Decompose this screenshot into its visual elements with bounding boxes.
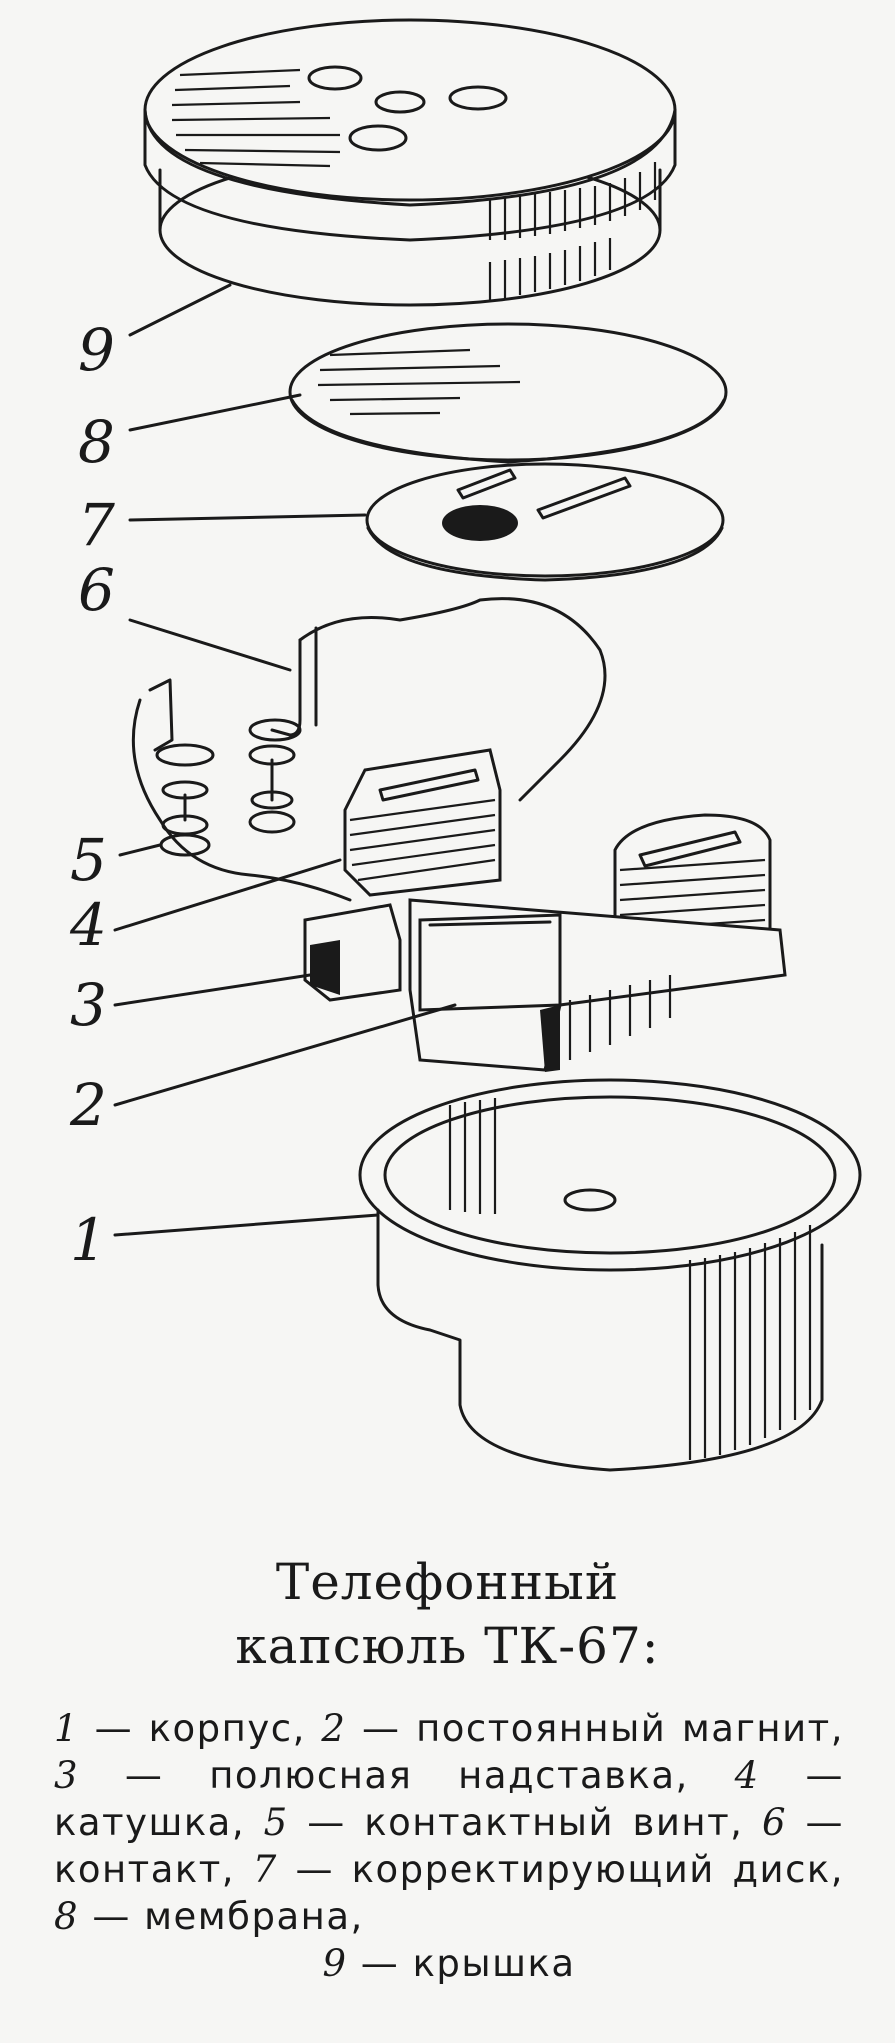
caption-title-line2: капсюль ТК-67: [235, 1617, 660, 1675]
legend-dash: — [307, 1801, 346, 1844]
legend-entry-2: 2 — постоянный магнит, [321, 1707, 844, 1750]
legend-entry-4: 4 — катушка, [54, 1754, 844, 1844]
caption: Телефонный капсюль ТК-67: [0, 1550, 895, 1678]
label-1: 1 [70, 1206, 107, 1274]
legend-part-name: катушка, [54, 1801, 246, 1844]
legend-number: 7 [252, 1848, 278, 1891]
legend-entry-7: 7 — корректирующий диск, [253, 1848, 844, 1891]
legend-part-name: контакт, [54, 1848, 236, 1891]
legend-part-name: корпус, [148, 1707, 306, 1750]
label-2: 2 [69, 1071, 107, 1139]
legend-part-name: корректирующий диск, [351, 1848, 845, 1891]
part-8-membrane [288, 322, 728, 464]
label-7: 7 [78, 491, 115, 559]
legend-part-name: крышка [412, 1942, 576, 1985]
part-7-correcting-disk [365, 462, 725, 582]
legend-dash: — [805, 1754, 844, 1797]
label-4: 4 [69, 891, 107, 959]
legend-dash: — [94, 1707, 134, 1750]
legend-number: 8 [54, 1895, 80, 1938]
label-8: 8 [78, 408, 115, 476]
legend-number: 3 [54, 1754, 80, 1797]
legend-part-name: постоянный магнит, [416, 1707, 844, 1750]
label-5: 5 [70, 826, 107, 894]
legend-entry-9: 9 — крышка [54, 1940, 844, 1987]
legend-number: 9 [322, 1942, 348, 1985]
part-6-contact [248, 597, 607, 802]
legend-number: 4 [734, 1754, 760, 1797]
legend-entry-8: 8 — мембрана, [54, 1895, 364, 1938]
legend-entry-3: 3 — полюсная надставка, [54, 1754, 689, 1797]
legend-dash: — [92, 1895, 131, 1938]
part-2-magnet [418, 913, 562, 1012]
legend-number: 2 [321, 1707, 347, 1750]
legend-part-name: мембрана, [144, 1895, 364, 1938]
legend-dash: — [360, 1942, 400, 1985]
label-6: 6 [78, 556, 115, 624]
legend-dash: — [295, 1848, 334, 1891]
label-3: 3 [70, 971, 107, 1039]
part-9-cover [143, 18, 677, 307]
legend-entry-1: 1 — корпус, [54, 1707, 306, 1750]
legend-entry-5: 5 — контактный винт, [264, 1801, 744, 1844]
part-1-housing [358, 1078, 862, 1472]
parts-legend: 1 — корпус, 2 — постоянный магнит, 3 — п… [54, 1705, 844, 1987]
legend-number: 1 [54, 1707, 80, 1750]
part-5-contact-screw [131, 678, 352, 902]
legend-dash: — [124, 1754, 164, 1797]
legend-entry-6: 6 — контакт, [54, 1801, 844, 1891]
exploded-diagram: 9 8 7 6 5 4 3 2 1 [69, 18, 862, 1472]
caption-title-line1: Телефонный [275, 1553, 620, 1611]
legend-dash: — [362, 1707, 401, 1750]
label-9: 9 [78, 316, 115, 384]
legend-number: 5 [263, 1801, 289, 1844]
legend-part-name: контактный винт, [364, 1801, 744, 1844]
legend-part-name: полюсная надставка, [209, 1754, 689, 1797]
legend-dash: — [805, 1801, 845, 1844]
leader-lines [113, 283, 457, 1237]
legend-number: 6 [761, 1801, 787, 1844]
